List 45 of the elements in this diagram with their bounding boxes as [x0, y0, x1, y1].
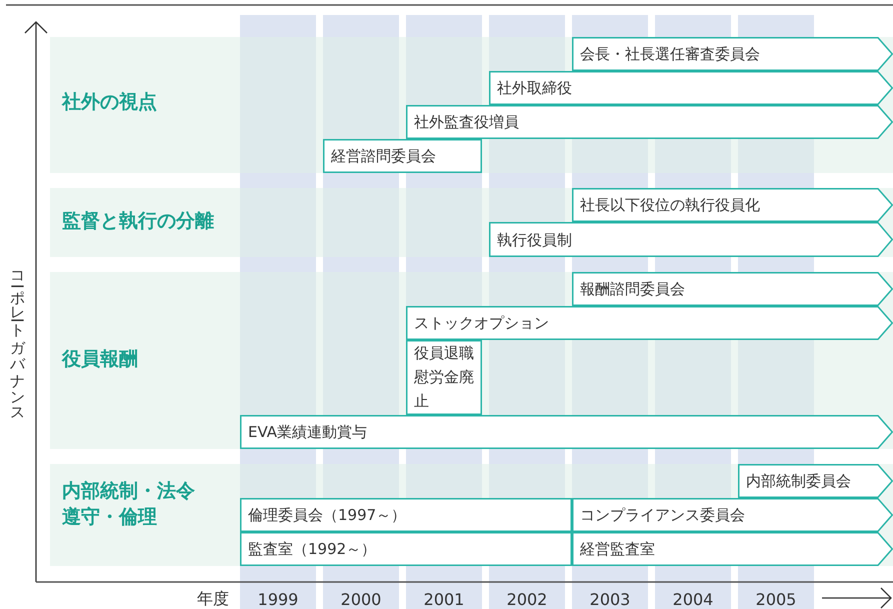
item-label: 経営監査室 — [580, 539, 655, 560]
item-label: 経営諮問委員会 — [331, 146, 436, 167]
year-label: 2004 — [672, 590, 714, 609]
timeline-bar — [489, 222, 893, 257]
item-label: 倫理委員会（1997～） — [248, 505, 406, 526]
item-label: EVA業績連動賞与 — [248, 422, 368, 443]
item-label: 執行役員制 — [497, 230, 572, 250]
year-label: 2003 — [588, 590, 632, 609]
timeline-bar — [572, 272, 893, 306]
timeline-bar — [406, 306, 893, 340]
category-title: 社外の視点 — [62, 90, 158, 115]
year-label: 2001 — [422, 590, 466, 609]
category-title: 監督と執行の分離 — [62, 209, 215, 234]
year-label: 1999 — [256, 590, 300, 609]
category-band — [50, 464, 893, 566]
timeline-bar — [572, 37, 893, 71]
category-band — [50, 272, 893, 449]
timeline-box — [240, 532, 572, 566]
category-band — [50, 37, 893, 173]
axis-title: コーポレートガバナンス — [8, 262, 27, 415]
year-label: 2002 — [506, 590, 548, 609]
axis-title: 年度 — [197, 589, 229, 609]
timeline-box — [406, 340, 482, 415]
timeline-bar — [240, 415, 893, 449]
year-label: 2005 — [754, 590, 798, 609]
item-label: コンプライアンス委員会 — [580, 505, 745, 526]
item-label: 社外取締役 — [497, 78, 572, 99]
timeline-bar — [489, 71, 893, 105]
item-label: 役員退職慰労金廃止 — [414, 343, 475, 412]
timeline-bar — [572, 532, 893, 566]
item-label: 監査室（1992～） — [248, 539, 376, 560]
category-title: 役員報酬 — [62, 347, 139, 372]
item-label: 内部統制委員会 — [746, 471, 851, 492]
category-band — [50, 188, 893, 257]
timeline-bar — [572, 188, 893, 222]
item-label: 社長以下役位の執行役員化 — [580, 195, 760, 216]
item-label: 報酬諮問委員会 — [580, 279, 685, 300]
year-label: 2000 — [340, 590, 382, 609]
timeline-box — [323, 139, 482, 173]
timeline-bar — [406, 105, 893, 139]
category-title: 内部統制・法令遵守・倫理 — [62, 479, 196, 530]
item-label: 会長・社長選任審査委員会 — [580, 44, 760, 65]
timeline-box — [240, 498, 572, 532]
item-label: 社外監査役増員 — [414, 112, 519, 133]
item-label: ストックオプション — [414, 313, 549, 334]
